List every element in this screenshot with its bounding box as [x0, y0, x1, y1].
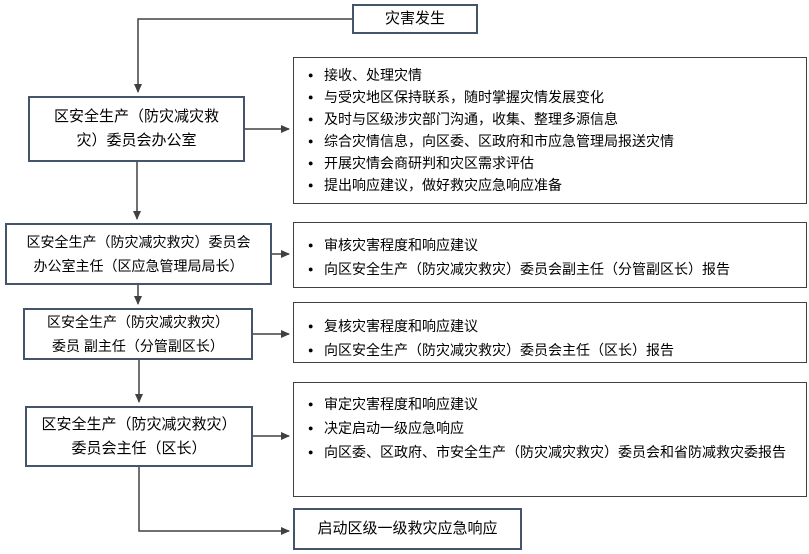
actor-label: 区安全生产（防灾减灾救灾） 委员会主任（区长）	[41, 415, 237, 457]
actor-node-committee-director: 区安全生产（防灾减灾救灾） 委员会主任（区长）	[25, 406, 253, 467]
task-list: 接收、处理灾情与受灾地区保持联系，随时掌握灾情发展变化及时与区级涉灾部门沟通，收…	[294, 58, 806, 200]
task-list: 审定灾害程度和响应建议决定启动一级应急响应向区委、区政府、市安全生产（防灾减灾救…	[294, 383, 806, 468]
end-node-launch-response: 启动区级一级救灾应急响应	[293, 508, 522, 550]
actor-label: 区安全生产（防灾减灾救灾）委员会 办公室主任（区应急管理局局长）	[26, 234, 251, 274]
connector-actor4-to-end	[138, 467, 290, 535]
task-list: 复核灾害程度和响应建议向区安全生产（防灾减灾救灾）委员会主任（区长）报告	[294, 303, 806, 366]
actor-node-deputy-director: 区安全生产（防灾减灾救灾） 委员 副主任（分管副区长）	[23, 308, 253, 360]
task-panel-office-director: 审核灾害程度和响应建议向区安全生产（防灾减灾救灾）委员会副主任（分管副区长）报告	[293, 222, 807, 288]
actor-label: 区安全生产（防灾减灾救 灾）委员会办公室	[53, 108, 219, 149]
task-item: 复核灾害程度和响应建议	[308, 314, 796, 338]
task-item: 决定启动一级应急响应	[308, 416, 796, 440]
task-item: 综合灾情信息，向区委、区政府和市应急管理局报送灾情	[308, 130, 796, 152]
task-item: 向区安全生产（防灾减灾救灾）委员会副主任（分管副区长）报告	[308, 257, 796, 281]
task-panel-office: 接收、处理灾情与受灾地区保持联系，随时掌握灾情发展变化及时与区级涉灾部门沟通，收…	[293, 57, 807, 204]
task-item: 向区委、区政府、市安全生产（防灾减灾救灾）委员会和省防减救灾委报告	[308, 440, 796, 464]
start-label: 灾害发生	[384, 10, 445, 27]
task-item: 向区安全生产（防灾减灾救灾）委员会主任（区长）报告	[308, 338, 796, 362]
task-item: 及时与区级涉灾部门沟通，收集、整理多源信息	[308, 108, 796, 130]
task-item: 接收、处理灾情	[308, 64, 796, 86]
start-node-disaster-occurs: 灾害发生	[352, 4, 478, 34]
actor-node-office-director: 区安全生产（防灾减灾救灾）委员会 办公室主任（区应急管理局局长）	[5, 223, 272, 285]
task-item: 审核灾害程度和响应建议	[308, 233, 796, 257]
task-item: 与受灾地区保持联系，随时掌握灾情发展变化	[308, 86, 796, 108]
task-panel-deputy-director: 复核灾害程度和响应建议向区安全生产（防灾减灾救灾）委员会主任（区长）报告	[293, 302, 807, 363]
task-item: 审定灾害程度和响应建议	[308, 392, 796, 416]
actor-node-committee-office: 区安全生产（防灾减灾救 灾）委员会办公室	[28, 96, 245, 162]
task-list: 审核灾害程度和响应建议向区安全生产（防灾减灾救灾）委员会副主任（分管副区长）报告	[294, 223, 806, 285]
actor-label: 区安全生产（防灾减灾救灾） 委员 副主任（分管副区长）	[47, 314, 229, 354]
task-panel-committee-director: 审定灾害程度和响应建议决定启动一级应急响应向区委、区政府、市安全生产（防灾减灾救…	[293, 382, 807, 497]
task-item: 开展灾情会商研判和灾区需求评估	[308, 152, 796, 174]
task-item: 提出响应建议，做好救灾应急响应准备	[308, 174, 796, 196]
end-label: 启动区级一级救灾应急响应	[317, 520, 498, 537]
